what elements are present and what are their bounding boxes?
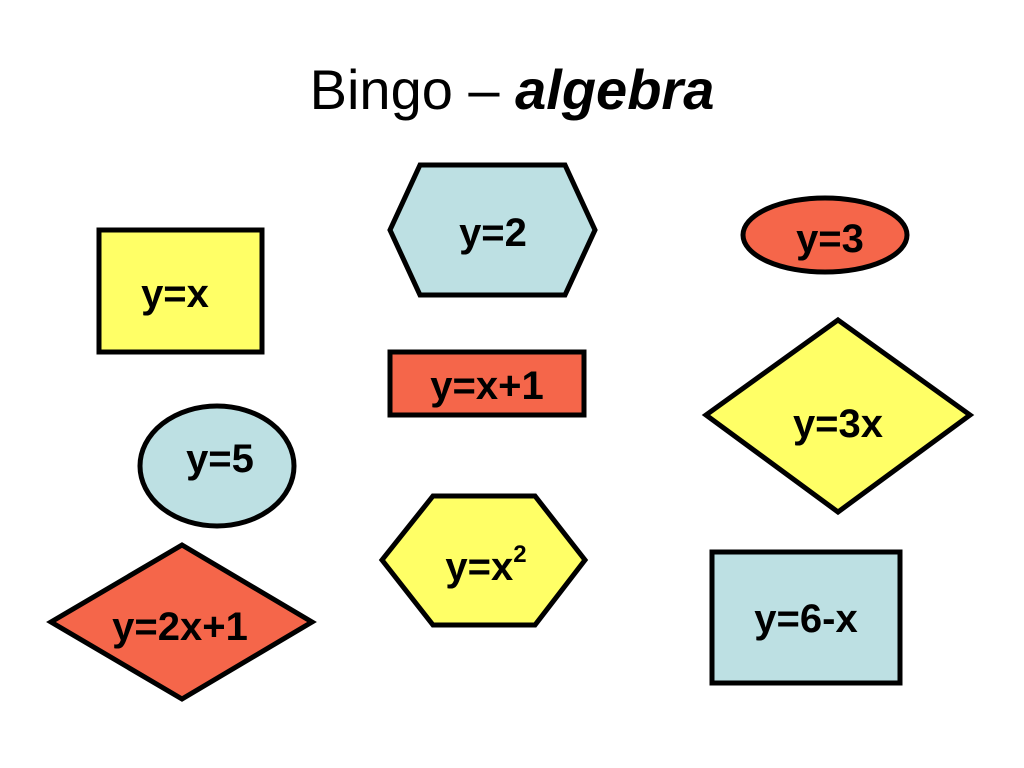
card-label: y=x [141,272,209,316]
card-shape-diamond [46,542,317,702]
card-shape-ellipse [740,195,910,275]
card-label: y=x2 [445,541,526,589]
card-label: y=5 [186,437,254,481]
card-shape-rectangle [387,349,587,418]
title-emphasis: algebra [515,58,715,121]
card-y-equals-2: y=2 [387,162,598,298]
card-label: y=3 [796,217,864,261]
card-label-superscript: 2 [513,541,526,568]
card-shape-diamond [701,316,975,516]
card-label: y=3x [793,402,883,446]
card-label: y=x+1 [430,364,543,408]
card-y-equals-6-minus-x: y=6-x [709,549,903,686]
card-y-equals-3x: y=3x [701,316,975,516]
card-y-equals-x-squared: y=x2 [378,493,589,628]
card-y-equals-3: y=3 [740,195,910,275]
card-y-equals-5: y=5 [137,403,297,529]
card-shape-hexagon [378,493,589,628]
card-label: y=6-x [754,597,857,641]
card-label: y=2x+1 [112,605,248,649]
card-y-equals-2x-plus-1: y=2x+1 [46,542,317,702]
card-shape-hexagon [387,162,598,298]
card-y-equals-x-plus-1: y=x+1 [387,349,587,418]
card-y-equals-x: y=x [96,227,265,355]
card-label: y=2 [459,211,527,255]
card-shape-rectangle [709,549,903,686]
title-main: Bingo – [309,58,516,121]
card-shape-ellipse [137,403,297,529]
card-label-base: y=x [445,545,513,589]
card-shape-rectangle [96,227,265,355]
slide-title: Bingo – algebra [0,62,1024,118]
